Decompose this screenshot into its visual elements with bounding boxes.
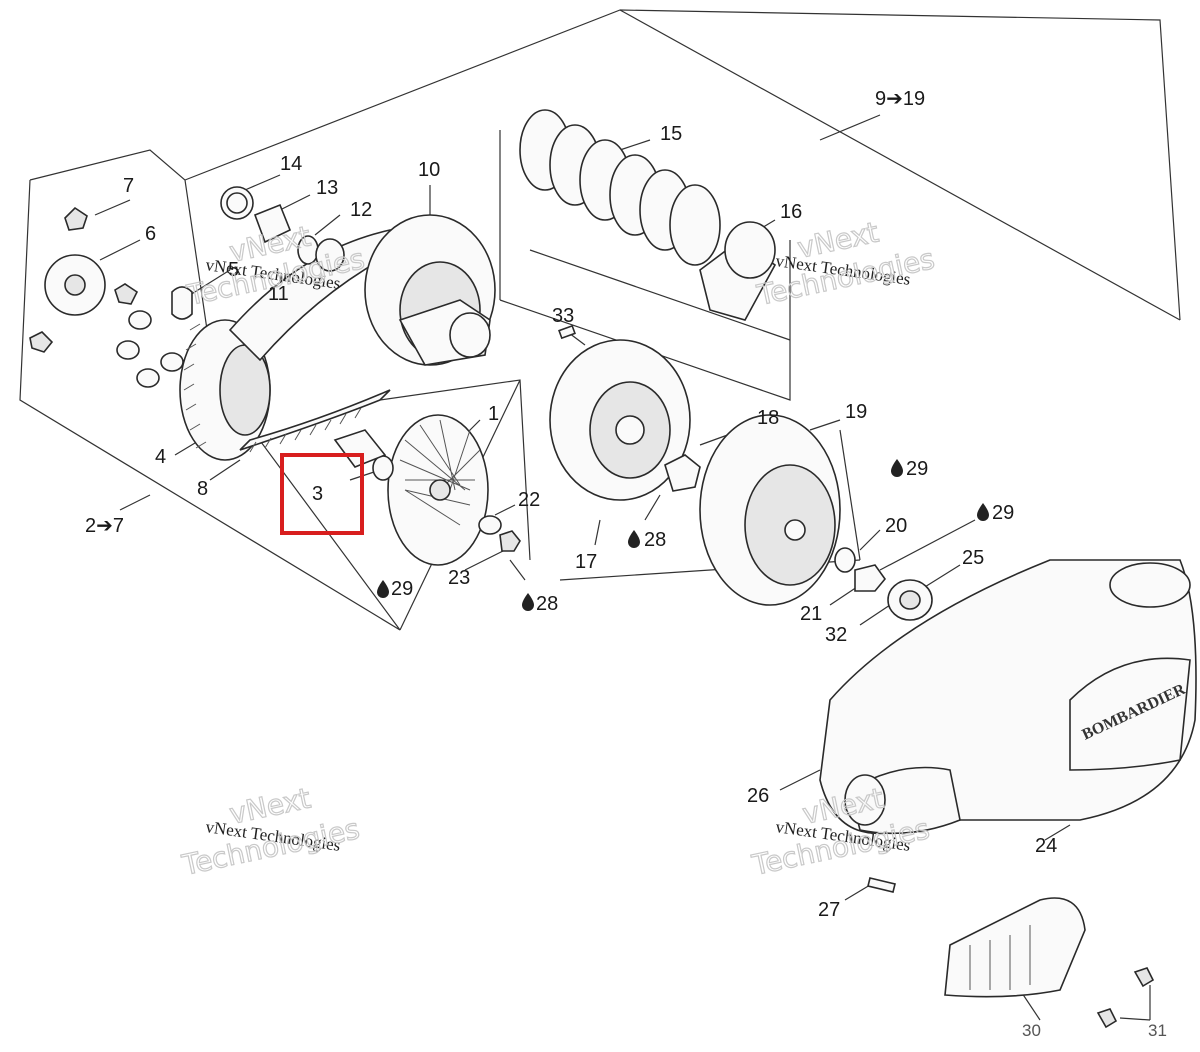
bolt-21-part [854,564,887,592]
oil-drop-icon [977,503,989,521]
callout-20: 20 [885,515,907,537]
callout-3: 3 [312,483,323,505]
callout-19: 19 [845,401,867,423]
callout-9-19: 9➔19 [875,88,925,110]
callout-4: 4 [155,446,166,468]
washer-20-part [834,547,856,573]
clutch-group [519,109,841,606]
roller-part [116,340,140,360]
callout-29b: 29 [906,458,928,480]
guard-group [944,897,1155,1029]
oil-drop-icon [628,530,640,548]
lining-part [558,324,576,340]
callout-30: 30 [1022,1021,1041,1040]
nut-part [499,530,521,552]
callout-16: 16 [780,201,802,223]
callout-17: 17 [575,551,597,573]
nut-18-part [664,454,701,492]
callout-33: 33 [552,305,574,327]
fasteners-group [834,547,933,621]
callout-25: 25 [962,547,984,569]
callout-28b: 28 [644,529,666,551]
clutch-spring-part [519,109,721,266]
group-outlines [19,9,1181,631]
callout-26: 26 [747,785,769,807]
callout-11: 11 [268,283,289,305]
callout-13: 13 [316,177,338,199]
screw-31b-part [1096,1008,1118,1029]
callout-32: 32 [825,624,847,646]
callout-21: 21 [800,603,822,625]
variator-rollers-group [29,206,193,388]
callout-14: 14 [280,153,302,175]
washer-part [478,515,502,535]
callout-12: 12 [350,199,372,221]
sleeve-part [333,429,387,468]
roller-part [136,368,160,388]
roller-slider-part [64,206,88,231]
screw-27-part [867,877,896,893]
oil-drop-icon [891,459,903,477]
air-inlet-part [1109,562,1191,608]
callout-10: 10 [418,159,440,181]
oil-drop-icon [377,580,389,598]
callout-23: 23 [448,567,470,589]
bushing-part [171,286,193,320]
bearing-sleeve-part [253,203,292,244]
callout-2-7: 2➔7 [85,515,124,537]
callout-5: 5 [228,259,239,281]
fixed-half-group [333,414,521,566]
callout-7: 7 [123,175,134,197]
callout-27: 27 [818,899,840,921]
bearing-part [315,238,345,272]
screw-31a-part [1133,967,1155,988]
callout-28a: 28 [536,593,558,615]
clutch-cover-part: BOMBARDIER [819,559,1197,893]
callout-labels: 1 2➔7 3 4 5 6 7 8 9➔19 10 11 12 13 14 15… [85,88,1167,1040]
roller-part [128,310,152,330]
spacer-part [372,455,394,481]
guard-30-part [944,897,1086,998]
callout-8: 8 [197,478,208,500]
slider-part [29,331,54,353]
oil-drop-icon [522,593,534,611]
callout-29a: 29 [391,578,413,600]
roller-part [160,352,184,372]
highlight-box-part-3 [280,453,364,535]
callout-6: 6 [145,223,156,245]
oil-drop-icons [377,459,989,611]
callout-22: 22 [518,489,540,511]
callout-18: 18 [757,407,779,429]
callout-31: 31 [1148,1021,1167,1040]
callout-1: 1 [488,403,499,425]
callout-15: 15 [660,123,682,145]
driven-pulley-group [220,186,496,366]
callout-29c: 29 [992,502,1014,524]
callout-24: 24 [1035,835,1057,857]
